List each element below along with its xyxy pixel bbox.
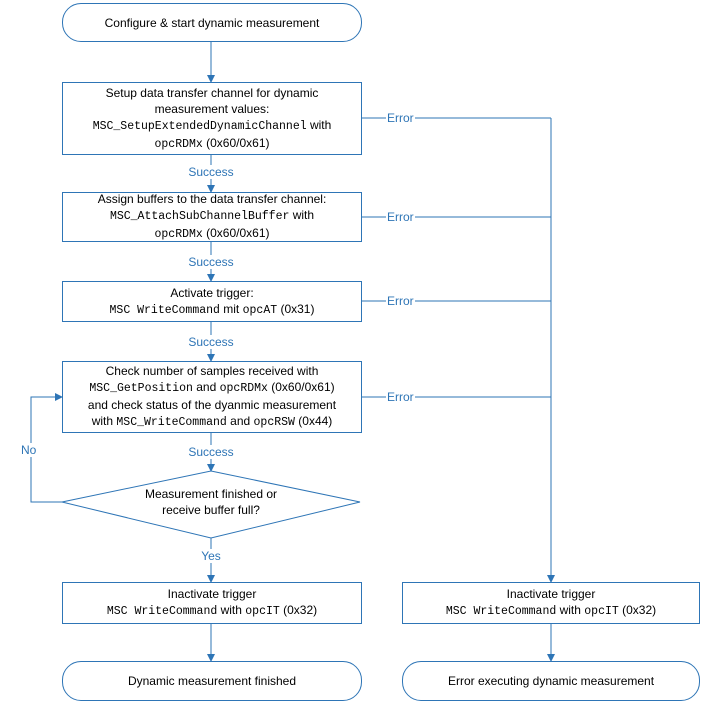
activate-opcode: opcAT bbox=[242, 303, 278, 317]
inactivate-right-line-2: MSC WriteCommand with opcIT (0x32) bbox=[446, 602, 656, 620]
assign-line-3: opcRDMx (0x60/0x61) bbox=[154, 225, 269, 243]
inactivate-left-opcode: opcIT bbox=[245, 605, 280, 618]
check-line-2: MSC_GetPosition and opcRDMx (0x60/0x61) bbox=[89, 379, 334, 397]
decision-line-1: Measurement finished or bbox=[144, 487, 278, 501]
success-label-3: Success bbox=[187, 335, 235, 349]
check-line-2-text: (0x60/0x61) bbox=[267, 380, 335, 394]
inactivate-right-mid: with bbox=[556, 603, 585, 617]
setup-opcode: opcRDMx bbox=[154, 137, 203, 151]
setup-line-3-text: with bbox=[306, 117, 332, 132]
check-write-function: MSC_WriteCommand bbox=[116, 416, 227, 429]
check-line-4-text: (0x44) bbox=[294, 414, 333, 428]
activate-trigger-box: Activate trigger: MSC WriteCommand mit o… bbox=[62, 281, 362, 322]
error-label-4: Error bbox=[386, 390, 415, 404]
inactivate-trigger-box-right: Inactivate trigger MSC WriteCommand with… bbox=[402, 582, 700, 624]
setup-line-1: Setup data transfer channel for dynamic bbox=[105, 85, 319, 100]
success-label-4: Success bbox=[187, 445, 235, 459]
success-label-2: Success bbox=[187, 255, 235, 269]
error-label-1: Error bbox=[386, 111, 415, 125]
assign-line-2: MSC_AttachSubChannelBuffer with bbox=[110, 207, 314, 225]
activate-line-2-text: (0x31) bbox=[277, 301, 315, 316]
inactivate-right-line-1: Inactivate trigger bbox=[506, 587, 596, 601]
end-success-terminal: Dynamic measurement finished bbox=[62, 661, 362, 701]
check-line-4-mid: and bbox=[226, 414, 254, 428]
check-line-3: and check status of the dyanmic measurem… bbox=[87, 398, 337, 412]
setup-line-2: measurement values: bbox=[154, 101, 270, 116]
inactivate-left-line-1: Inactivate trigger bbox=[167, 587, 257, 601]
assign-function-name: MSC_AttachSubChannelBuffer bbox=[109, 210, 290, 223]
activate-line-2-mid: mit bbox=[219, 301, 243, 316]
setup-line-4: opcRDMx (0x60/0x61) bbox=[154, 135, 269, 153]
assign-opcode: opcRDMx bbox=[154, 228, 203, 241]
activate-function-name: MSC WriteCommand bbox=[109, 303, 220, 317]
activate-line-2: MSC WriteCommand mit opcAT (0x31) bbox=[110, 301, 315, 319]
setup-line-3: MSC_SetupExtendedDynamicChannel with bbox=[93, 117, 332, 135]
inactivate-left-function: MSC WriteCommand bbox=[106, 605, 218, 618]
error-label-2: Error bbox=[386, 210, 415, 224]
setup-channel-box: Setup data transfer channel for dynamic … bbox=[62, 82, 362, 155]
end-success-label: Dynamic measurement finished bbox=[127, 674, 297, 688]
start-label: Configure & start dynamic measurement bbox=[104, 15, 320, 30]
success-label-1: Success bbox=[187, 165, 235, 179]
start-terminal: Configure & start dynamic measurement bbox=[62, 3, 362, 42]
assign-line-1: Assign buffers to the data transfer chan… bbox=[97, 192, 327, 206]
decision-line-2: receive buffer full? bbox=[162, 503, 260, 517]
inactivate-left-line-2: MSC WriteCommand with opcIT (0x32) bbox=[107, 602, 317, 620]
check-status-opcode: opcRSW bbox=[253, 416, 295, 429]
decision-diamond bbox=[61, 470, 361, 539]
end-error-terminal: Error executing dynamic measurement bbox=[402, 661, 700, 701]
check-line-2-mid: and bbox=[192, 380, 220, 394]
error-label-3: Error bbox=[386, 294, 415, 308]
check-line-4-pre: with bbox=[91, 414, 117, 428]
yes-label: Yes bbox=[200, 549, 222, 563]
activate-line-1: Activate trigger: bbox=[170, 285, 254, 300]
decision-text: Measurement finished or receive buffer f… bbox=[60, 486, 362, 518]
setup-line-4-text: (0x60/0x61) bbox=[202, 135, 270, 150]
check-samples-box: Check number of samples received with MS… bbox=[62, 361, 362, 433]
inactivate-left-text: (0x32) bbox=[279, 603, 318, 617]
setup-function-name: MSC_SetupExtendedDynamicChannel bbox=[92, 119, 307, 133]
inactivate-right-text: (0x32) bbox=[618, 603, 657, 617]
check-opcode: opcRDMx bbox=[219, 382, 268, 395]
inactivate-trigger-box-left: Inactivate trigger MSC WriteCommand with… bbox=[62, 582, 362, 624]
inactivate-left-mid: with bbox=[217, 603, 246, 617]
check-function-name: MSC_GetPosition bbox=[89, 382, 193, 395]
assign-buffers-box: Assign buffers to the data transfer chan… bbox=[62, 192, 362, 242]
end-error-label: Error executing dynamic measurement bbox=[447, 674, 655, 688]
inactivate-right-opcode: opcIT bbox=[584, 605, 619, 618]
no-label: No bbox=[20, 443, 38, 457]
assign-line-2-text: with bbox=[289, 208, 315, 222]
check-line-4: with MSC_WriteCommand and opcRSW (0x44) bbox=[92, 413, 333, 431]
inactivate-right-function: MSC WriteCommand bbox=[445, 605, 557, 618]
assign-line-3-text: (0x60/0x61) bbox=[202, 226, 270, 240]
check-line-1: Check number of samples received with bbox=[105, 364, 319, 378]
